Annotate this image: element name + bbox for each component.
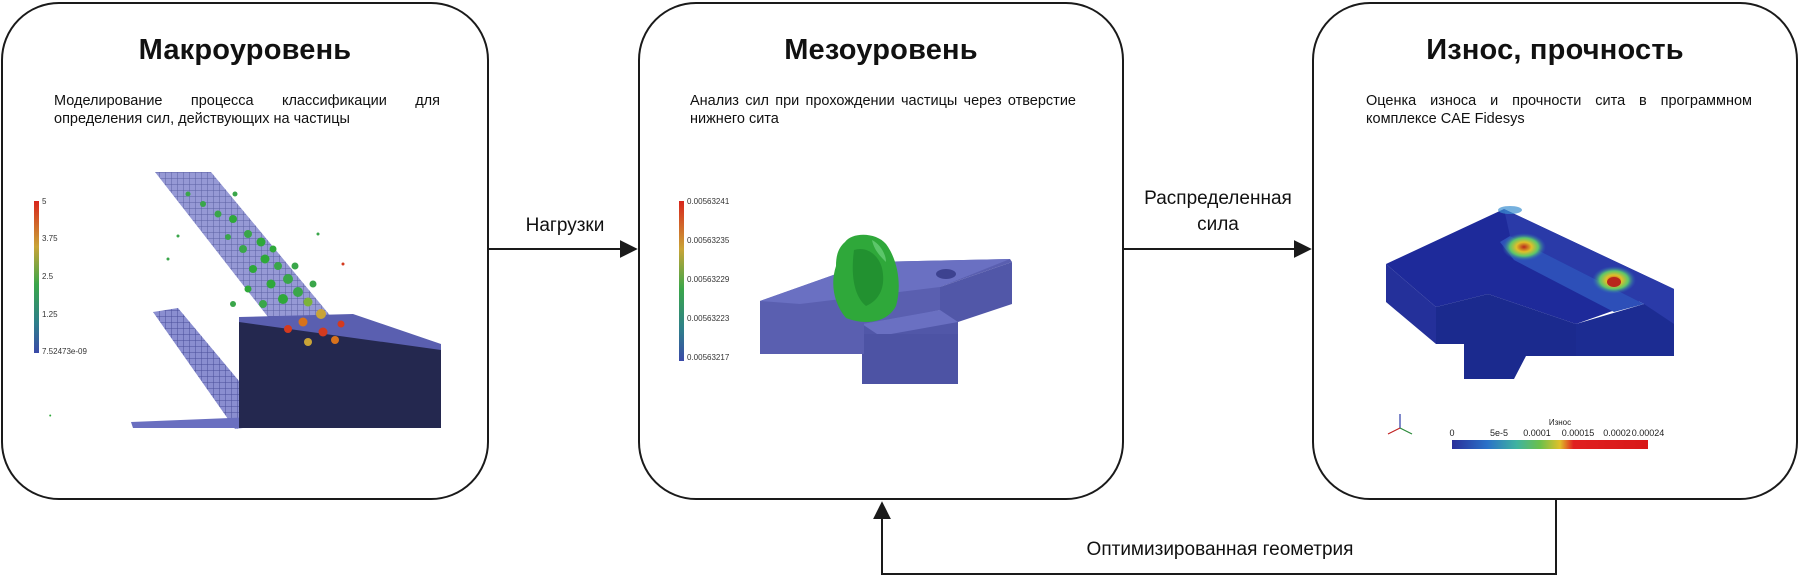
scale-tick: 0.00563223 bbox=[687, 314, 730, 323]
scale-tick: 0.00563235 bbox=[687, 236, 730, 245]
panel-description: Анализ сил при прохождении частицы через… bbox=[690, 93, 1076, 127]
scale-tick: 0.00024 bbox=[1632, 428, 1665, 438]
meso-simulation-image: 0.00563241 0.00563235 0.00563229 0.00563… bbox=[679, 197, 1012, 384]
color-scale-labels: 0 5e-5 0.0001 0.00015 0.0002 0.00024 bbox=[1449, 428, 1664, 438]
box-block-front bbox=[239, 322, 441, 428]
scale-tick: 5e-5 bbox=[1490, 428, 1508, 438]
color-scale-labels: 0.00563241 0.00563235 0.00563229 0.00563… bbox=[687, 197, 730, 362]
loads-label: Нагрузки bbox=[525, 215, 605, 236]
scale-tick: 5 bbox=[42, 197, 47, 206]
panel-title: Мезоуровень bbox=[784, 34, 978, 66]
panel-title: Макроуровень bbox=[138, 34, 352, 66]
distributed-force-line1: Распределенная bbox=[1144, 188, 1292, 209]
scale-tick: 0.00563217 bbox=[687, 353, 730, 362]
panel-title: Износ, прочность bbox=[1426, 34, 1684, 66]
panel-description: Моделирование процесса классификации для… bbox=[54, 93, 440, 127]
color-scale-labels: 5 3.75 2.5 1.25 7.52473e-09 bbox=[42, 197, 87, 356]
wear-strength-panel: Износ, прочность Оценка износа и прочнос… bbox=[1312, 2, 1798, 500]
optimized-geometry-label: Оптимизированная геометрия bbox=[1086, 539, 1354, 560]
scale-tick: 0.00563229 bbox=[687, 275, 730, 284]
color-scale-bar bbox=[1452, 440, 1648, 449]
scale-tick: 0.00015 bbox=[1562, 428, 1595, 438]
scale-tick: 0.0001 bbox=[1523, 428, 1551, 438]
scale-title: Износ bbox=[1549, 418, 1571, 427]
panel-description: Оценка износа и прочности сита в програм… bbox=[1366, 93, 1752, 127]
axis-triad bbox=[1387, 414, 1413, 435]
wear-simulation-image: Износ 0 5e-5 0.0001 0.00015 0.0002 0.000… bbox=[1386, 206, 1674, 449]
scale-tick: 3.75 bbox=[42, 234, 58, 243]
color-scale-bar bbox=[679, 201, 684, 361]
scale-tick: 0.00563241 bbox=[687, 197, 730, 206]
distributed-force-label: Распределенная сила bbox=[1130, 186, 1306, 238]
axis-glyph: • bbox=[49, 413, 52, 420]
macro-simulation-image: 5 3.75 2.5 1.25 7.52473e-09 bbox=[34, 172, 441, 429]
scale-tick: 0 bbox=[1449, 428, 1454, 438]
macro-level-panel: Макроуровень Моделирование процесса клас… bbox=[1, 2, 489, 500]
scale-tick: 0.0002 bbox=[1603, 428, 1631, 438]
box-block-top bbox=[239, 314, 441, 352]
scale-tick: 7.52473e-09 bbox=[42, 347, 87, 356]
arrow-optimized-geometry bbox=[873, 500, 1557, 575]
rock-particle bbox=[833, 234, 899, 322]
scale-tick: 1.25 bbox=[42, 310, 58, 319]
scale-tick: 2.5 bbox=[42, 272, 54, 281]
distributed-force-line2: сила bbox=[1197, 214, 1239, 235]
meso-level-panel: Мезоуровень Анализ сил при прохождении ч… bbox=[638, 2, 1124, 500]
wear-plate bbox=[1386, 206, 1674, 379]
particles bbox=[166, 191, 345, 346]
color-scale-bar bbox=[34, 201, 39, 353]
wear-hotspot bbox=[1502, 233, 1546, 261]
